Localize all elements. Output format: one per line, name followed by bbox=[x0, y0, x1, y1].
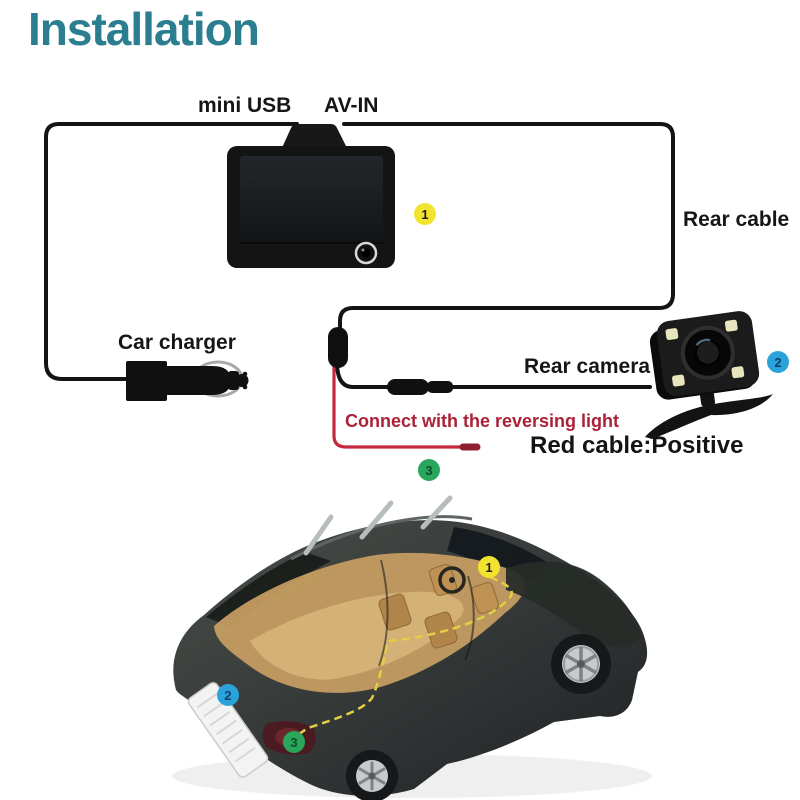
badge-dashcam-1: 1 bbox=[414, 203, 436, 225]
label-red-cable-positive: Red cable:Positive bbox=[530, 432, 744, 459]
red-power-wire bbox=[332, 362, 464, 449]
car-seats bbox=[378, 564, 499, 649]
label-av-in: AV-IN bbox=[324, 94, 379, 117]
car-badge-power-wire-3: 3 bbox=[283, 731, 305, 753]
badge-rear-camera-2: 2 bbox=[767, 351, 789, 373]
car-charger-icon bbox=[126, 360, 249, 401]
camera-led-3 bbox=[672, 374, 685, 387]
roof-cross-bars bbox=[303, 495, 453, 556]
wheel-rear bbox=[346, 750, 398, 800]
dashcam-mount bbox=[281, 124, 348, 150]
label-rear-cable: Rear cable bbox=[683, 208, 790, 231]
badge-power-wire-3: 3 bbox=[418, 459, 440, 481]
charger-spring-a bbox=[242, 371, 248, 377]
door-seams bbox=[378, 559, 475, 667]
charger-plug bbox=[167, 366, 231, 395]
dashcam-lens-glint bbox=[361, 248, 365, 252]
camera-led-1 bbox=[665, 328, 679, 341]
barrel-connector-step bbox=[427, 381, 453, 393]
rear-camera-bracket bbox=[645, 394, 773, 439]
camera-led-4 bbox=[731, 366, 745, 379]
steering-hub bbox=[449, 577, 455, 583]
car-illustration bbox=[172, 495, 652, 800]
charger-spring-b bbox=[242, 384, 248, 390]
charger-tip bbox=[228, 371, 239, 390]
mini-usb-wire bbox=[44, 122, 299, 381]
rear-cable-wire bbox=[338, 122, 675, 334]
label-mini-usb: mini USB bbox=[198, 94, 292, 117]
label-car-charger: Car charger bbox=[118, 331, 236, 354]
page-title: Installation bbox=[28, 3, 260, 55]
car-interior-floor bbox=[250, 591, 464, 680]
car-badge-dashcam-1: 1 bbox=[478, 556, 500, 578]
license-plate bbox=[187, 682, 269, 778]
steering-wheel bbox=[438, 566, 466, 594]
label-rear-camera: Rear camera bbox=[524, 355, 651, 378]
barrel-connector bbox=[387, 379, 429, 395]
car-hood bbox=[506, 561, 641, 647]
roof-rail bbox=[290, 515, 473, 561]
car-badge-rear-camera-2: 2 bbox=[217, 684, 239, 706]
charger-tip-knob bbox=[235, 374, 249, 387]
camera-led-2 bbox=[724, 319, 738, 332]
charger-body bbox=[126, 361, 167, 401]
cable-route-dashed bbox=[295, 575, 513, 738]
rear-camera-lens-glint bbox=[695, 338, 711, 347]
label-reversing-light-note: Connect with the reversing light bbox=[345, 411, 620, 431]
power-junction bbox=[328, 327, 348, 368]
dashcam-device bbox=[227, 124, 395, 268]
dashcam-screen bbox=[240, 156, 383, 240]
rear-camera-icon bbox=[645, 311, 773, 439]
wheel-front bbox=[551, 634, 611, 694]
